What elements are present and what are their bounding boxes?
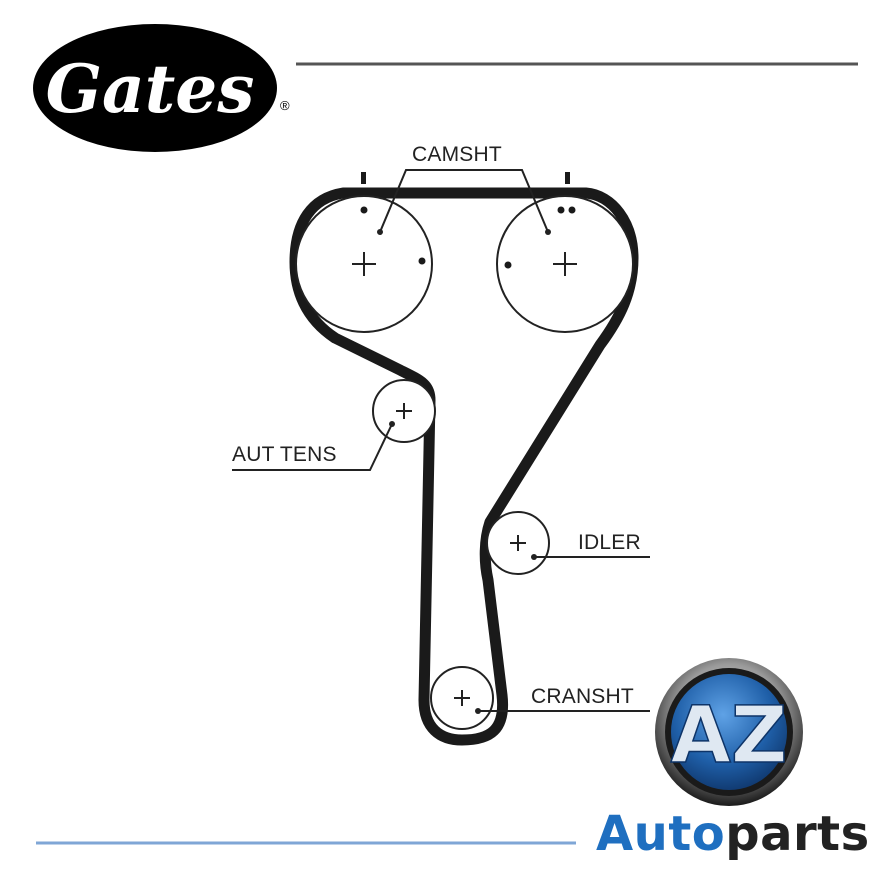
camshaft-leader — [379, 169, 549, 233]
timing-mark-left — [361, 172, 366, 184]
crankshaft-leader-dot — [475, 708, 481, 714]
camshaft-leader-dot-left — [377, 229, 383, 235]
gates-logo-oval — [33, 24, 277, 152]
leader-lines — [232, 169, 650, 712]
registered-mark: ® — [280, 98, 290, 113]
timing-dot-right-side — [504, 261, 512, 269]
camshaft-right-center-icon — [553, 252, 577, 276]
crankshaft-center-icon — [454, 690, 470, 706]
az-badge-text: AZ — [671, 691, 788, 781]
label-crankshaft: CRANSHT — [531, 685, 634, 708]
timing-dot-left-top — [360, 206, 368, 214]
label-idler: IDLER — [578, 531, 641, 554]
tensioner-leader — [232, 423, 393, 471]
camshaft-left-center-icon — [352, 252, 376, 276]
autoparts-auto: Auto — [596, 806, 726, 862]
gates-logo: Gates ® — [33, 24, 290, 152]
az-badge: AZ — [655, 658, 803, 806]
timing-mark-right — [565, 172, 570, 184]
label-tensioner: AUT TENS — [232, 443, 337, 466]
idler-leader-dot — [531, 554, 537, 560]
label-camshaft: CAMSHT — [412, 143, 502, 166]
timing-dot-right-top-a — [557, 206, 565, 214]
gates-logo-text: Gates — [46, 50, 255, 128]
timing-dot-right-top-b — [568, 206, 576, 214]
tensioner-leader-dot — [389, 421, 395, 427]
autoparts-wordmark: Autoparts — [596, 806, 870, 862]
camshaft-leader-dot-right — [545, 229, 551, 235]
tensioner-center-icon — [396, 403, 412, 419]
idler-center-icon — [510, 535, 526, 551]
timing-dot-left-side — [418, 257, 426, 265]
autoparts-parts: parts — [725, 806, 870, 862]
